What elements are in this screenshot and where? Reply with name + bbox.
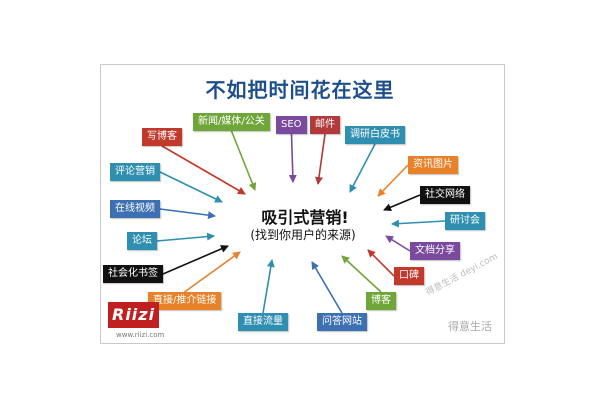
arrow-research xyxy=(349,143,376,193)
arrow-forum xyxy=(156,232,215,242)
node-info-pictures[interactable]: 资讯图片 xyxy=(408,156,458,174)
node-document-sharing[interactable]: 文档分享 xyxy=(410,242,460,260)
arrow-video xyxy=(159,208,216,220)
arrow-referral xyxy=(184,251,241,293)
node-qa-sites[interactable]: 问答网站 xyxy=(317,313,367,331)
node-online-video[interactable]: 在线视频 xyxy=(110,200,160,218)
arrow-news xyxy=(230,130,257,191)
node-social-bookmark[interactable]: 社会化书签 xyxy=(103,265,163,283)
arrow-email xyxy=(315,133,326,185)
arrow-wom xyxy=(367,249,395,277)
riizi-logo: Riizi xyxy=(108,302,160,328)
node-forum[interactable]: 论坛 xyxy=(127,232,157,250)
arrow-blog xyxy=(161,145,246,195)
node-direct-traffic[interactable]: 直接流量 xyxy=(238,313,288,331)
center-subtitle: (找到你用户的来源) xyxy=(250,228,356,242)
arrow-qa xyxy=(311,261,343,314)
arrow-seo xyxy=(288,133,297,183)
node-word-of-mouth[interactable]: 口碑 xyxy=(394,267,424,285)
watermark: 得意生活 xyxy=(448,320,492,333)
arrow-review xyxy=(159,171,223,203)
node-research-whitepaper[interactable]: 调研白皮书 xyxy=(345,126,405,144)
arrow-direct xyxy=(262,259,275,314)
node-seo[interactable]: SEO xyxy=(276,116,307,134)
node-write-blog[interactable]: 写博客 xyxy=(142,128,182,146)
arrow-bookmark xyxy=(162,245,229,275)
node-news-media-pr[interactable]: 新闻/媒体/公关 xyxy=(193,113,270,131)
logo-url: www.riizi.com xyxy=(116,331,165,339)
arrow-seminar xyxy=(391,219,446,228)
node-referral-links[interactable]: 直接/推介链接 xyxy=(148,292,222,310)
arrow-docshare xyxy=(385,235,411,252)
arrow-weibo xyxy=(341,255,382,293)
node-blog[interactable]: 博客 xyxy=(366,292,396,310)
node-email[interactable]: 邮件 xyxy=(310,116,340,134)
node-social-network[interactable]: 社交网络 xyxy=(420,186,470,204)
arrow-social xyxy=(383,194,421,211)
node-review-marketing[interactable]: 评论营销 xyxy=(110,163,160,181)
arrow-infopic xyxy=(377,164,409,197)
node-seminar[interactable]: 研讨会 xyxy=(445,212,485,230)
diagram-title: 不如把时间花在这里 xyxy=(205,78,395,102)
center-title: 吸引式营销! xyxy=(261,208,349,227)
